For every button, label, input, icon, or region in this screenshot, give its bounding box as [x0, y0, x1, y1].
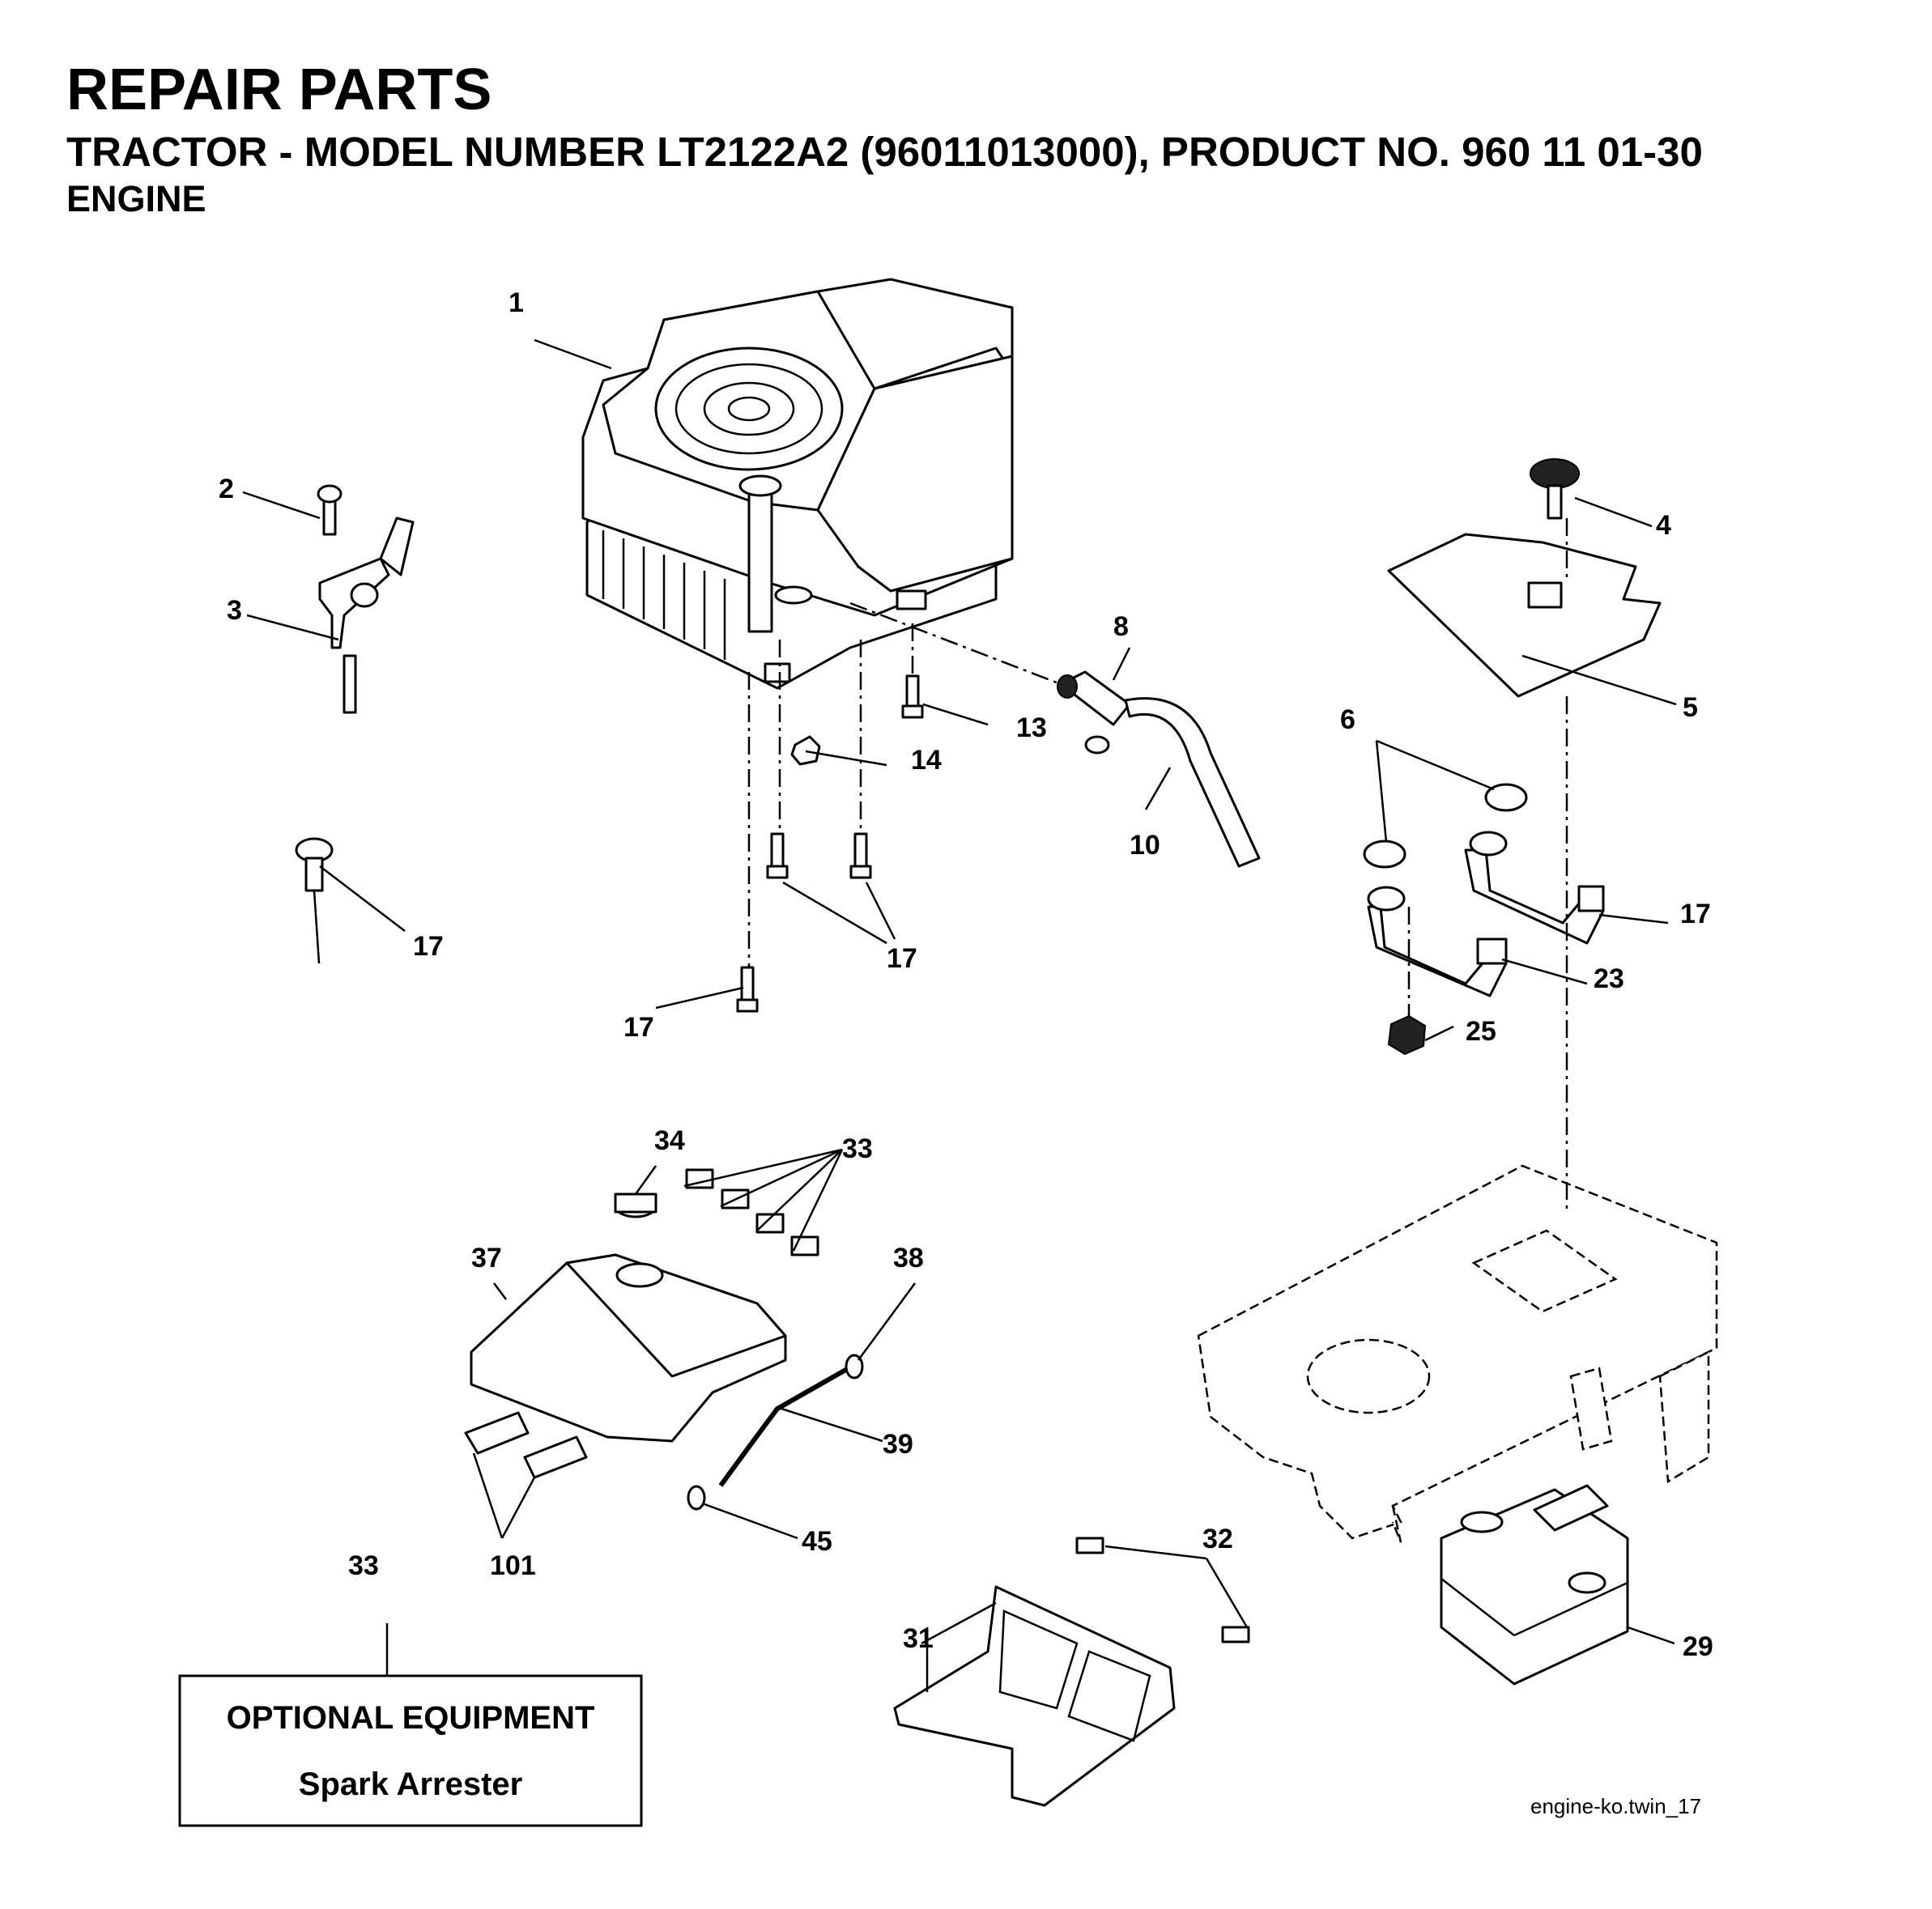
- callout-labels: 1 2 3 4 5 6 8 10 13 14 17 17 17 17 23 25…: [219, 287, 1713, 1662]
- callout-39: 101: [490, 1550, 536, 1581]
- callout-31: 37: [471, 1243, 502, 1273]
- callout-1: 3: [227, 595, 242, 626]
- callout-23: 31: [903, 1623, 934, 1654]
- callout-38: 8: [1113, 611, 1129, 642]
- optional-equipment-box: OPTIONAL EQUIPMENT Spark Arrester: [178, 1674, 643, 1827]
- callout-33-b: 45: [802, 1526, 832, 1557]
- heat-shield-illustration: [1387, 458, 1662, 698]
- dipstick-illustration: [295, 837, 334, 964]
- callout-8: 4: [1656, 510, 1671, 541]
- section-title: ENGINE: [66, 178, 206, 219]
- callout-3: 1: [509, 287, 524, 318]
- callout-17-b: 17: [887, 943, 917, 974]
- callout-14: 10: [1130, 830, 1160, 861]
- callout-34: 33: [842, 1133, 873, 1164]
- bolts-illustration: [736, 674, 924, 1013]
- fuel-hose-illustration: [687, 1354, 864, 1511]
- muffler-illustration: [1440, 1484, 1629, 1686]
- assembly-lines: [747, 518, 1568, 1210]
- callout-4: 29: [1683, 1631, 1713, 1662]
- tractor-frame-illustration: [1197, 1164, 1718, 1543]
- optional-item: Spark Arrester: [299, 1767, 522, 1802]
- callout-10: 5: [1683, 692, 1698, 723]
- callout-37: 39: [883, 1429, 913, 1460]
- callout-33-a: 38: [893, 1243, 924, 1273]
- console-illustration: [464, 1168, 819, 1479]
- callout-17-a: 13: [1016, 712, 1047, 743]
- callout-2: 2: [219, 474, 234, 504]
- callout-116: 25: [1466, 1016, 1496, 1047]
- callout-45: 32: [1202, 1524, 1233, 1554]
- throttle-control-illustration: [317, 484, 415, 714]
- page-title: REPAIR PARTS: [66, 57, 492, 122]
- callout-5: 23: [1594, 963, 1624, 994]
- callout-17-c: 17: [623, 1012, 654, 1043]
- fuel-filter-illustration: [1057, 670, 1261, 868]
- callout-13: 6: [1340, 704, 1355, 735]
- callout-25: 17: [413, 931, 444, 962]
- callout-29: 33: [348, 1550, 379, 1581]
- callout-6: 17: [1680, 899, 1711, 929]
- drawing-reference: engine-ko.twin_17: [1530, 1794, 1701, 1818]
- callout-32: 34: [654, 1125, 685, 1156]
- leader-lines: [242, 338, 1677, 1692]
- optional-heading: OPTIONAL EQUIPMENT: [227, 1700, 595, 1736]
- exhaust-pipes-illustration: [1363, 783, 1605, 1056]
- callout-101: 14: [911, 745, 942, 776]
- page-subtitle: TRACTOR - MODEL NUMBER LT2122A2 (9601101…: [66, 129, 1703, 175]
- engine-illustration: [581, 278, 1014, 690]
- spark-arrester-guard-illustration: [893, 1537, 1250, 1807]
